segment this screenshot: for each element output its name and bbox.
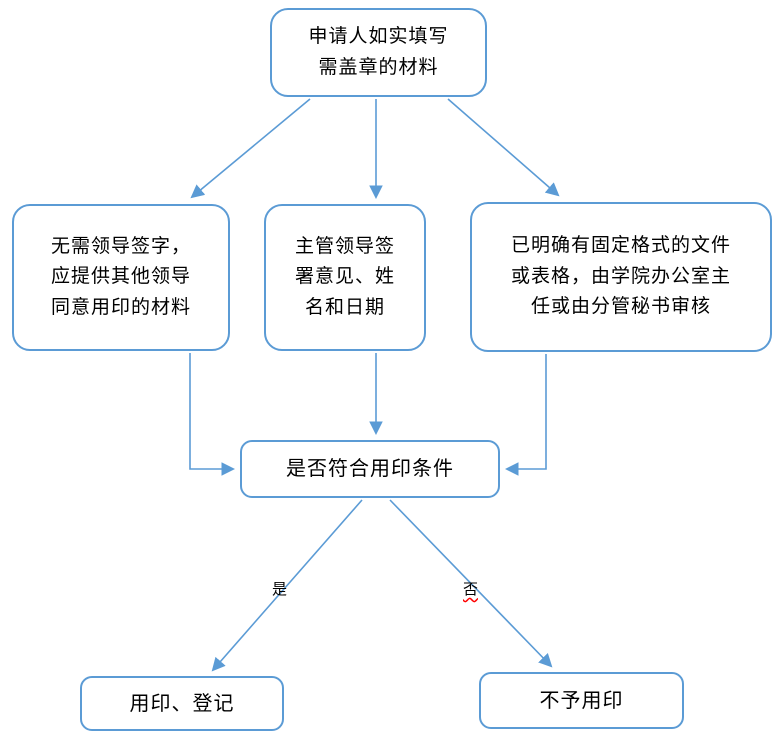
node-outcome-no-seal-label: 不予用印 (539, 689, 624, 712)
connector-decision-to-no (389, 499, 553, 668)
connector-start-to-right (447, 98, 560, 197)
node-branch-leader-signs-label: 主管领导签 署意见、姓 名和日期 (294, 235, 395, 318)
connector-start-to-left (190, 98, 311, 199)
connector-left-to-decision (189, 353, 236, 476)
node-branch-no-signature-label: 无需领导签字， 应提供其他领导 同意用印的材料 (50, 235, 191, 318)
edge-label-yes: 是 (272, 582, 288, 598)
node-outcome-no-seal: 不予用印 (479, 672, 684, 729)
connector-right-to-decision (504, 354, 547, 476)
node-branch-leader-signs: 主管领导签 署意见、姓 名和日期 (264, 204, 426, 351)
node-decision: 是否符合用印条件 (240, 440, 500, 498)
node-branch-no-signature: 无需领导签字， 应提供其他领导 同意用印的材料 (12, 204, 230, 351)
node-start: 申请人如实填写 需盖章的材料 (270, 8, 487, 97)
node-branch-fixed-format-label: 已明确有固定格式的文件 或表格，由学院办公室主 任或由分管秘书审核 (510, 235, 731, 318)
node-branch-fixed-format: 已明确有固定格式的文件 或表格，由学院办公室主 任或由分管秘书审核 (470, 202, 772, 352)
node-start-label: 申请人如实填写 需盖章的材料 (308, 26, 449, 78)
connector-decision-to-yes (211, 499, 363, 672)
node-outcome-seal-register: 用印、登记 (80, 676, 284, 731)
edge-label-no: 否 (463, 582, 479, 598)
node-outcome-seal-register-label: 用印、登记 (129, 692, 235, 715)
node-decision-label: 是否符合用印条件 (286, 458, 454, 480)
